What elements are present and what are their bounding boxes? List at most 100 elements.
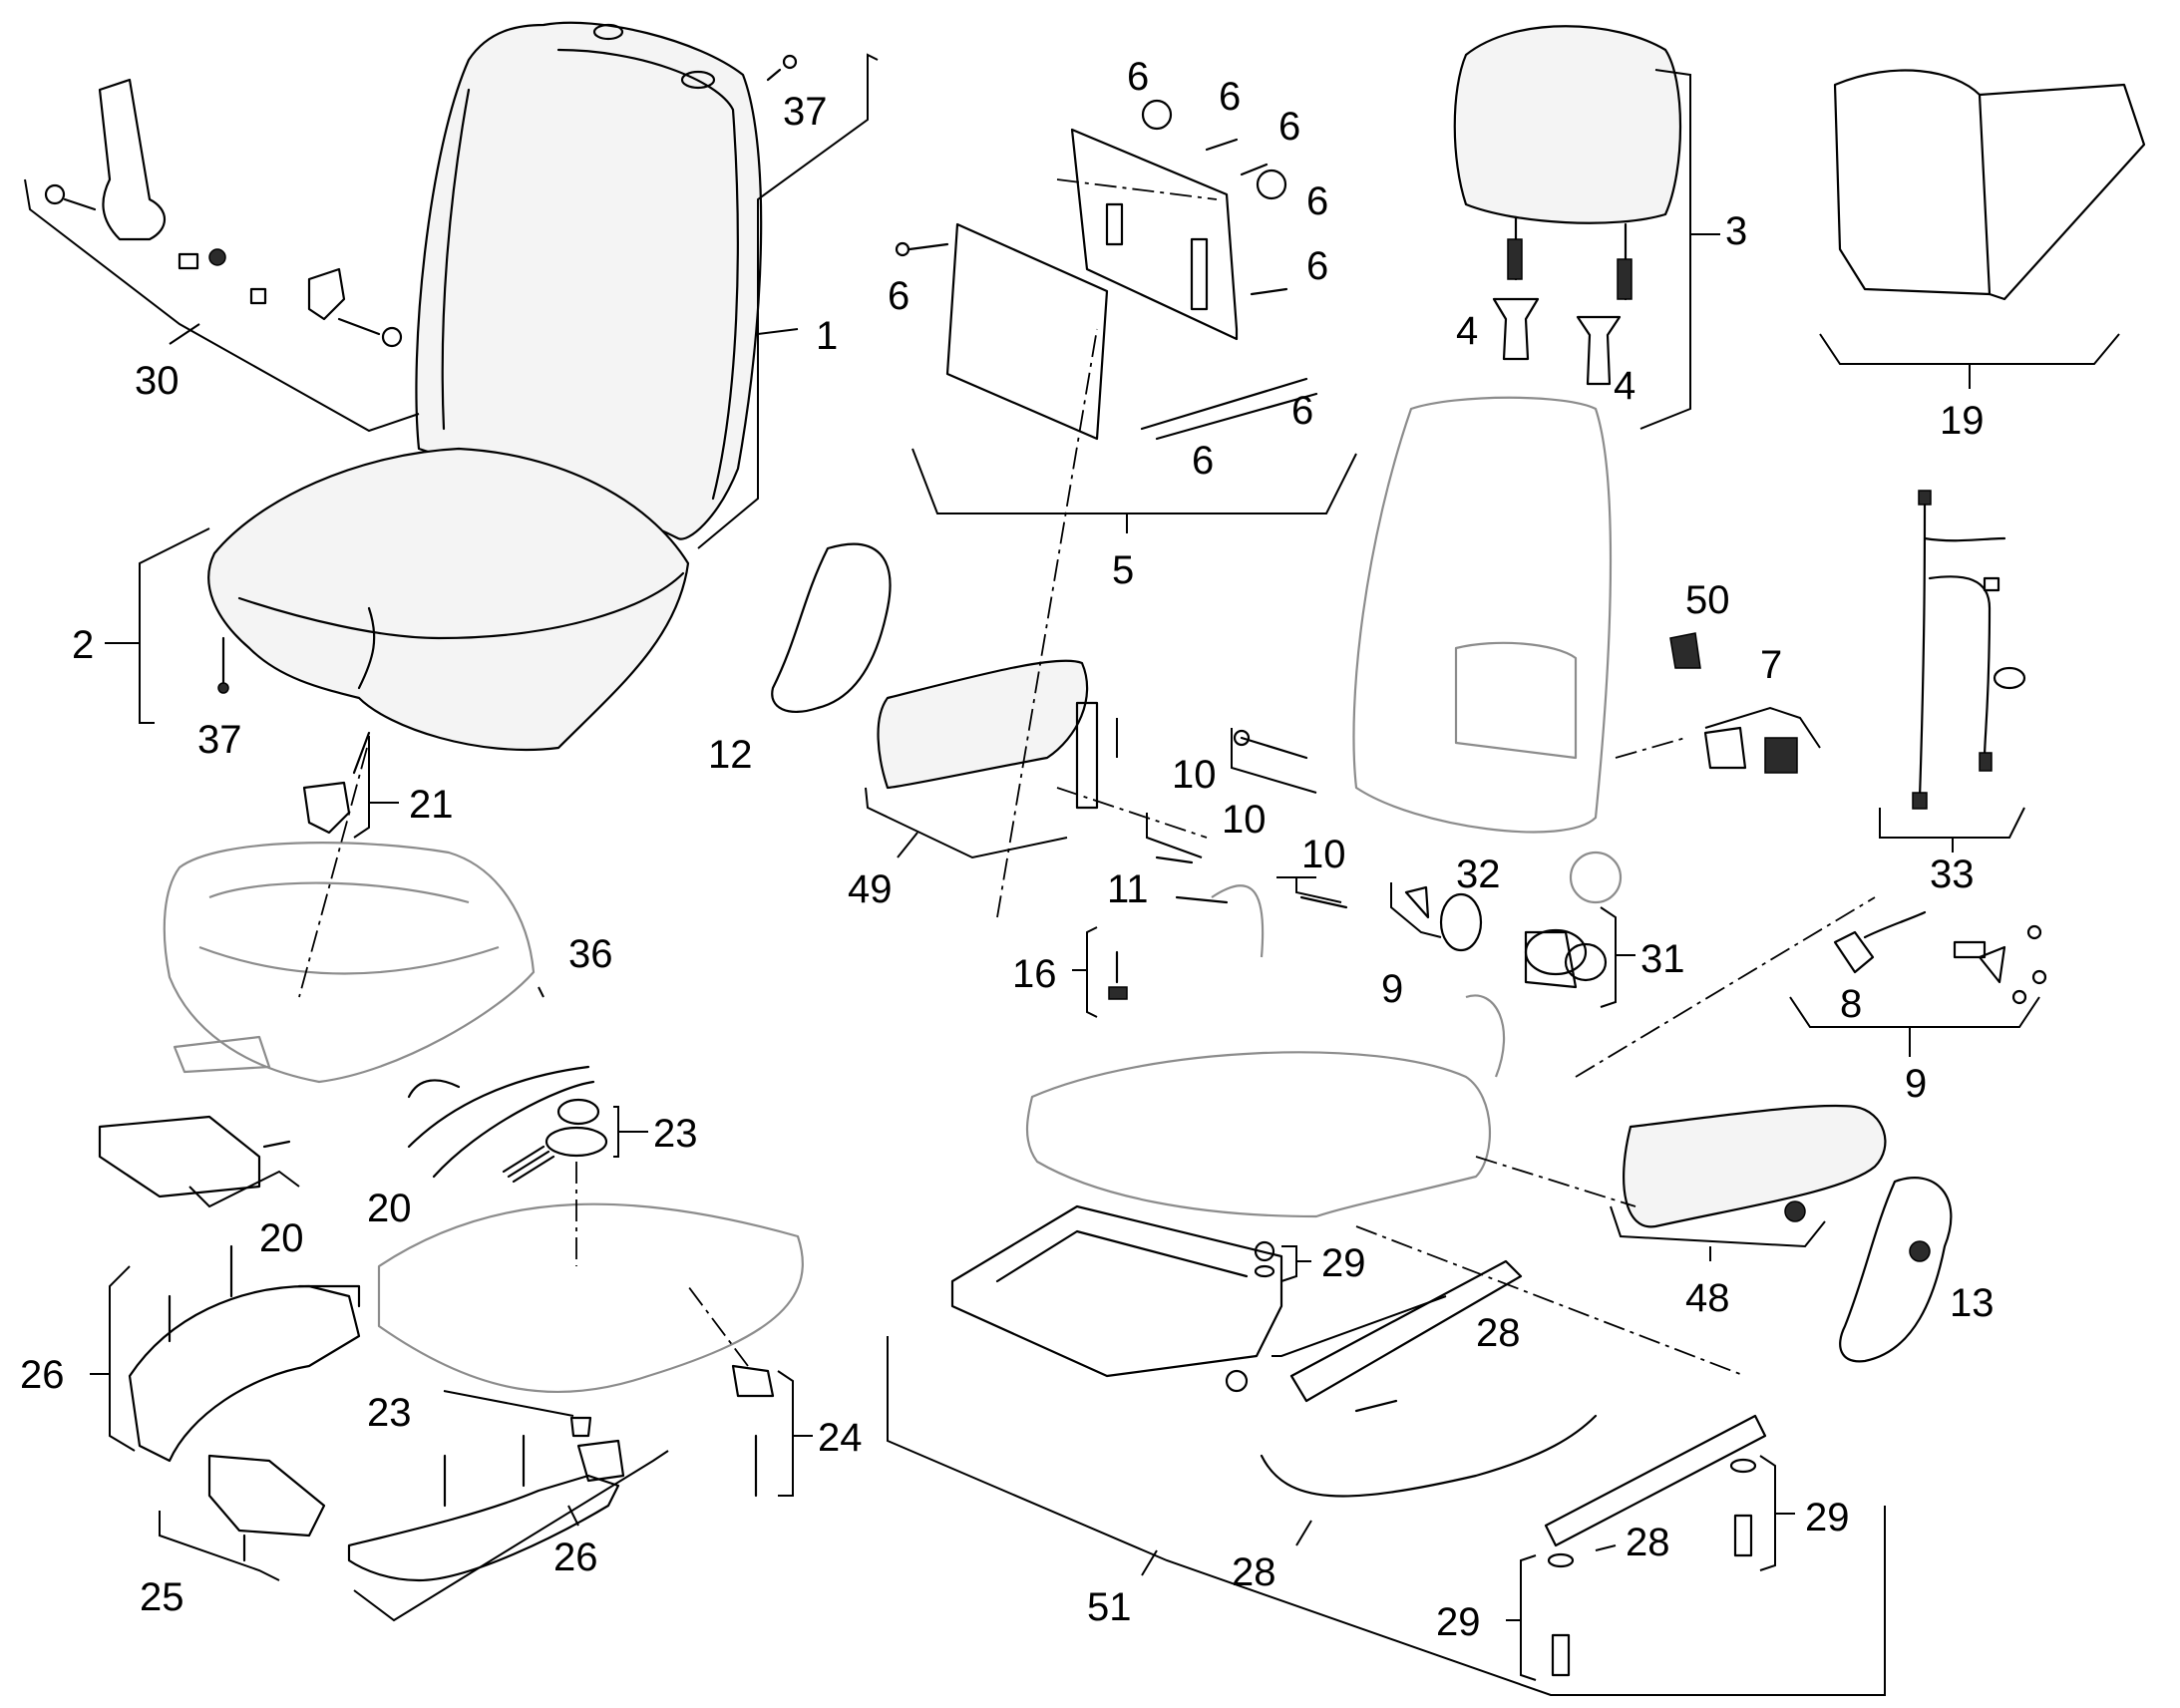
bolt-23	[569, 1416, 592, 1438]
callout-30: 30	[135, 359, 180, 403]
callout-1: 1	[816, 314, 838, 358]
bracket-9b	[1789, 996, 2040, 1028]
bracket-7	[1704, 706, 1821, 749]
callout-37: 37	[783, 90, 828, 134]
callout-6: 6	[1291, 389, 1313, 433]
callout-25: 25	[140, 1575, 184, 1619]
seat-belt-assembly	[44, 78, 403, 348]
armrest-left	[877, 659, 1099, 810]
latch	[207, 1454, 326, 1562]
brackets-layer	[24, 53, 2120, 1696]
callout-24: 24	[818, 1416, 863, 1460]
callout-20: 20	[367, 1187, 412, 1230]
washers-and-bolts	[1254, 1240, 1757, 1677]
callout-28: 28	[1476, 1311, 1521, 1355]
armrest-right	[1623, 1104, 1887, 1228]
bracket-19	[1819, 333, 2120, 365]
bracket-26b	[353, 1450, 669, 1622]
callout-23: 23	[653, 1112, 698, 1156]
callout-26: 26	[553, 1536, 598, 1579]
callout-10: 10	[1172, 753, 1217, 797]
callout-6: 6	[1278, 105, 1300, 149]
callout-10: 10	[1222, 798, 1267, 842]
callouts-layer: 1 2 3 4 4 5 6 6 6 6 6 6 6 6 7 8 9 9 10 1…	[20, 55, 1995, 1644]
bracket-21	[353, 736, 370, 839]
parts-layer	[44, 21, 2146, 1677]
back-cover-tray	[1833, 69, 2146, 301]
bracket-10a	[1231, 728, 1317, 794]
callout-6: 6	[1192, 439, 1214, 483]
callout-28: 28	[1232, 1550, 1276, 1594]
bracket-2	[139, 527, 210, 724]
wiring-harness	[1912, 490, 2026, 810]
backrest-cushion	[415, 21, 763, 540]
rocker-switch	[1669, 632, 1701, 669]
nut-16	[1108, 950, 1128, 1000]
callout-7: 7	[1760, 643, 1782, 687]
headrest	[1453, 25, 1682, 301]
callout-28: 28	[1626, 1521, 1670, 1564]
callout-29: 29	[1805, 1496, 1850, 1539]
callout-6: 6	[888, 274, 909, 318]
bracket-3	[1639, 69, 1691, 430]
switch-assembly	[1703, 726, 1798, 774]
callout-6: 6	[1219, 75, 1241, 119]
pins	[1155, 729, 1348, 909]
lower-pan	[377, 1202, 804, 1498]
callout-33: 33	[1930, 853, 1975, 896]
callout-23: 23	[367, 1391, 412, 1435]
callout-3: 3	[1725, 209, 1747, 253]
callout-32: 32	[1456, 853, 1501, 896]
callout-12: 12	[708, 733, 753, 777]
bracket-51	[887, 1336, 1886, 1696]
side-cover-left	[771, 542, 892, 713]
callout-9: 9	[1905, 1062, 1927, 1106]
callout-8: 8	[1840, 982, 1862, 1026]
spring-and-knob	[432, 1080, 608, 1184]
seat-pan-left	[163, 842, 536, 1084]
seat-cushion	[207, 447, 690, 752]
slide-bracket-left	[98, 1035, 590, 1198]
bracket-26a	[109, 1265, 136, 1452]
callout-13: 13	[1950, 1281, 1995, 1325]
callout-9: 9	[1381, 967, 1403, 1011]
lever-assembly	[1833, 910, 2047, 1005]
bracket-30	[24, 178, 420, 433]
bracket-49	[865, 787, 1068, 859]
bracket-10b	[1146, 813, 1203, 858]
headrest-guides	[1492, 297, 1622, 386]
bracket-33	[1879, 807, 2025, 839]
callout-29: 29	[1436, 1600, 1481, 1644]
assembly-lines	[298, 178, 1876, 1377]
callout-29: 29	[1321, 1241, 1366, 1285]
callout-49: 49	[848, 867, 893, 911]
bracket-16	[1086, 926, 1098, 1018]
callout-36: 36	[568, 932, 613, 976]
bracket-1	[697, 53, 879, 549]
back-panel	[895, 99, 1318, 441]
seat-base-frame	[1025, 884, 1506, 1218]
bracket-10c	[1295, 877, 1342, 903]
bracket-29a	[1280, 1245, 1297, 1282]
bracket-5	[911, 448, 1357, 514]
callout-20: 20	[259, 1216, 304, 1260]
bracket-24	[777, 1370, 794, 1497]
handwheel	[1404, 885, 1483, 952]
callout-16: 16	[1012, 952, 1057, 996]
callout-4: 4	[1456, 309, 1478, 353]
bracket-31	[1600, 906, 1617, 1008]
callout-26: 26	[20, 1353, 65, 1397]
callout-11: 11	[1107, 867, 1149, 911]
callout-51: 51	[1087, 1585, 1132, 1629]
bracket-25	[159, 1511, 280, 1581]
callout-5: 5	[1112, 548, 1134, 592]
callout-31: 31	[1640, 937, 1685, 981]
suspension-base	[950, 1204, 1283, 1393]
backrest-frame	[1352, 396, 1623, 904]
bracket-9a	[1390, 882, 1442, 938]
bracket-29b	[1759, 1455, 1776, 1571]
callout-37: 37	[197, 718, 242, 762]
recliner-mechanism	[1524, 928, 1608, 989]
shroud-left	[128, 1244, 361, 1463]
callout-10: 10	[1301, 833, 1346, 876]
